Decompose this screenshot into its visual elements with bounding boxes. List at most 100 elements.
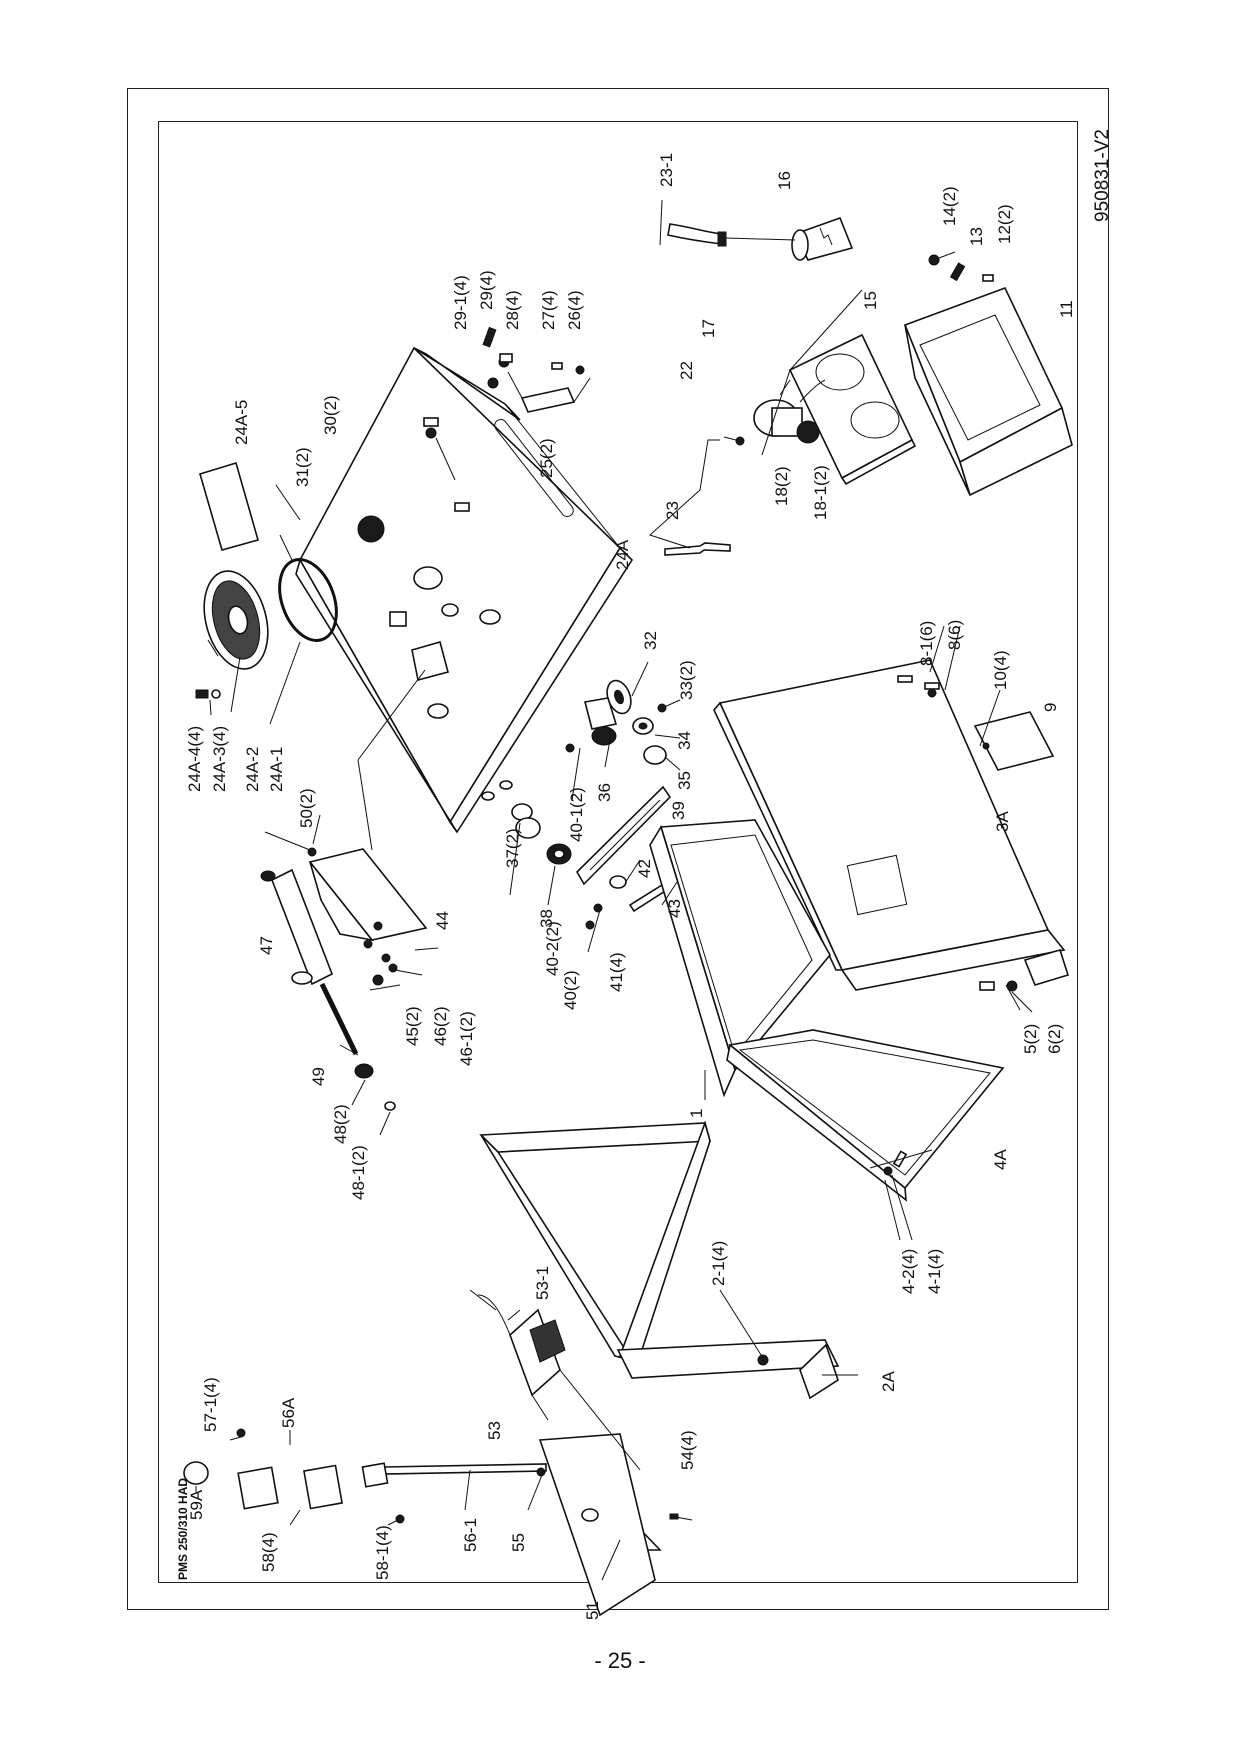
label-49: 49	[309, 1067, 328, 1086]
part-labels: 950831-V2 PMS 250/310 HAD 23-1 16 14(2) …	[176, 129, 1113, 1620]
label-31-2: 31(2)	[293, 447, 312, 487]
label-39: 39	[669, 801, 688, 820]
part-4A-shelf	[726, 1029, 1005, 1202]
part-32-pulley	[606, 679, 632, 715]
part-16-strainer	[791, 216, 854, 261]
label-40-2: 40(2)	[561, 970, 580, 1010]
label-45-2: 45(2)	[403, 1006, 422, 1046]
part-36-40-1-blocks	[565, 697, 618, 753]
label-13: 13	[967, 227, 986, 246]
part-24A-3-24A-4-screws	[195, 689, 221, 699]
part-23-pipe	[649, 439, 731, 556]
label-24A-2: 24A-2	[243, 747, 262, 792]
outer-border	[127, 88, 1109, 1610]
part-30-31-screws	[423, 417, 470, 512]
part-2A-cabinet-back	[479, 1120, 840, 1400]
label-28-4: 28(4)	[503, 290, 522, 330]
label-24A-3-4: 24A-3(4)	[210, 726, 229, 792]
part-37-38-bearings	[481, 780, 572, 865]
part-3A-cabinet-front	[713, 659, 1070, 991]
part-15-tank-cover	[788, 333, 917, 486]
label-23-1: 23-1	[657, 153, 676, 187]
label-40-1-2: 40-1(2)	[567, 787, 586, 842]
label-43: 43	[665, 899, 684, 918]
label-3A: 3A	[993, 811, 1012, 832]
part-1-chip-tray	[649, 819, 831, 1098]
label-36: 36	[595, 783, 614, 802]
part-24A-base-table	[295, 346, 634, 834]
label-38: 38	[537, 909, 556, 928]
label-33-2: 33(2)	[677, 660, 696, 700]
label-50-2: 50(2)	[297, 788, 316, 828]
drawing-code: 950831-V2	[1092, 129, 1113, 222]
part-17-coolant-pump	[735, 379, 826, 446]
part-25-bracket	[482, 326, 591, 413]
part-44-bracket	[307, 847, 428, 949]
part-39-arm	[575, 785, 672, 886]
label-1: 1	[687, 1109, 706, 1118]
label-26-4: 26(4)	[565, 290, 584, 330]
part-56A-58-59A-head	[183, 1428, 546, 1524]
part-5-6-8-screws	[897, 675, 1018, 992]
label-24A-5: 24A-5	[232, 400, 251, 445]
label-35: 35	[675, 771, 694, 790]
part-24A-1-belt-ring	[278, 558, 338, 642]
label-15: 15	[861, 291, 880, 310]
label-32: 32	[641, 631, 660, 650]
part-51-base-plate	[538, 1433, 679, 1617]
label-55: 55	[509, 1533, 528, 1552]
label-29-4: 29(4)	[477, 270, 496, 310]
part-13-14-screws	[928, 251, 994, 282]
label-10-4: 10(4)	[991, 650, 1010, 690]
label-56A: 56A	[279, 1397, 298, 1428]
part-56-1-column	[383, 1463, 547, 1475]
part-47-roller	[260, 868, 334, 986]
label-5-2: 5(2)	[1021, 1024, 1040, 1054]
label-51: 51	[583, 1601, 602, 1620]
label-4-2-4: 4-2(4)	[899, 1249, 918, 1294]
part-11-coolant-tank	[903, 286, 1073, 497]
label-18-2: 18(2)	[772, 466, 791, 506]
label-53: 53	[485, 1421, 504, 1440]
part-42-43-handle	[585, 875, 675, 930]
label-53-1: 53-1	[533, 1266, 552, 1300]
part-49-shaft	[319, 982, 396, 1111]
label-9: 9	[1041, 703, 1060, 712]
label-11: 11	[1057, 300, 1076, 318]
part-24A-5-cover	[199, 461, 259, 551]
label-54-4: 54(4)	[678, 1430, 697, 1470]
label-24A-1: 24A-1	[267, 747, 286, 792]
label-4A: 4A	[991, 1149, 1010, 1170]
label-24A-4-4: 24A-4(4)	[185, 726, 204, 792]
label-46-1-2: 46-1(2)	[457, 1011, 476, 1066]
label-14-2: 14(2)	[940, 186, 959, 226]
label-6-2: 6(2)	[1045, 1024, 1064, 1054]
label-8-6: 8(6)	[945, 620, 964, 650]
label-58-1-4: 58-1(4)	[373, 1525, 392, 1580]
part-33-35-bearings	[632, 703, 667, 765]
label-17: 17	[699, 319, 718, 338]
label-57-1-4: 57-1(4)	[201, 1377, 220, 1432]
label-42: 42	[635, 859, 654, 878]
label-46-2: 46(2)	[431, 1006, 450, 1046]
label-40-2-2: 40-2(2)	[543, 921, 562, 976]
part-23-1-hose	[667, 223, 796, 247]
label-59A: 59A	[187, 1489, 206, 1520]
part-24A-2-pulley	[203, 570, 269, 670]
label-2A: 2A	[879, 1371, 898, 1392]
label-18-1-2: 18-1(2)	[811, 465, 830, 520]
label-29-1-4: 29-1(4)	[451, 275, 470, 330]
label-37-2: 37(2)	[503, 828, 522, 868]
part-53-footswitch	[477, 1294, 566, 1397]
page-number: - 25 -	[594, 1648, 646, 1673]
label-56-1: 56-1	[461, 1518, 480, 1552]
label-27-4: 27(4)	[539, 290, 558, 330]
label-4-1-4: 4-1(4)	[925, 1249, 944, 1294]
label-34: 34	[675, 731, 694, 750]
label-23: 23	[663, 501, 682, 520]
label-16: 16	[775, 171, 794, 190]
label-8-1-6: 8-1(6)	[917, 621, 936, 666]
label-58-4: 58(4)	[259, 1532, 278, 1572]
label-2-1-4: 2-1(4)	[709, 1241, 728, 1286]
